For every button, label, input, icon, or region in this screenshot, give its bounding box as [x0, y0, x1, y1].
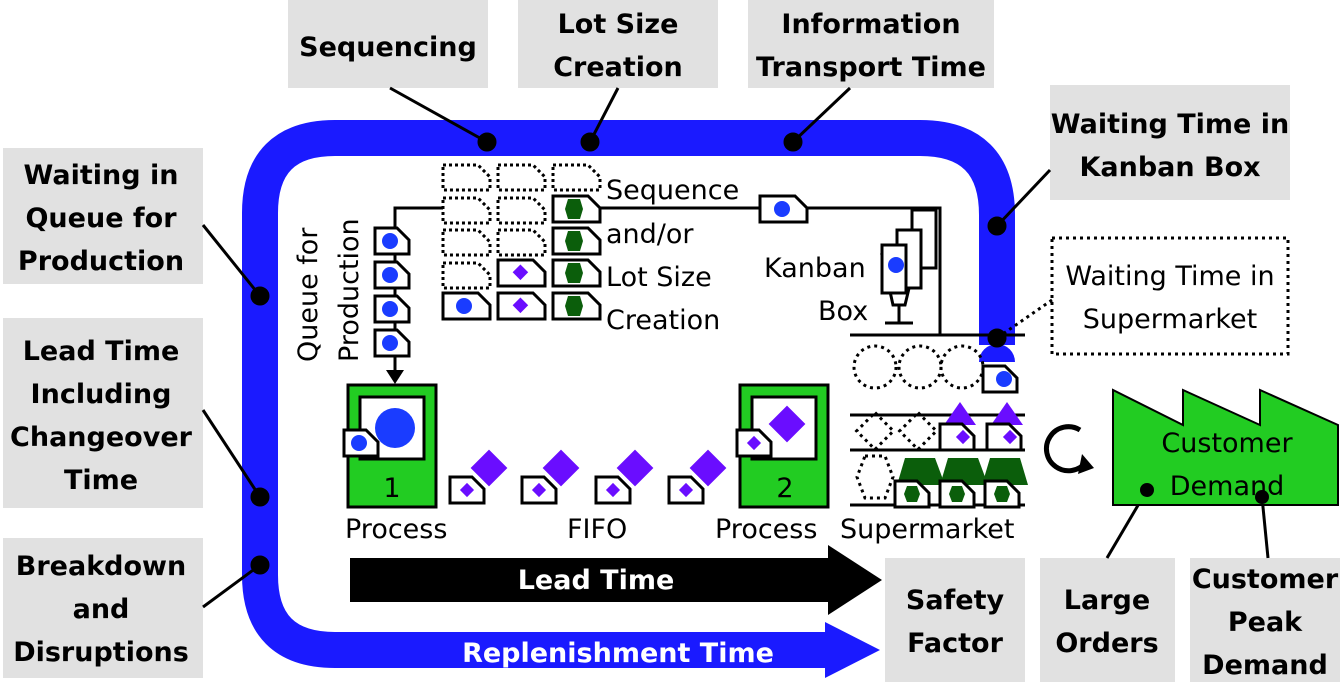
svg-text:2: 2 — [776, 473, 793, 504]
transport-kanban-card — [758, 194, 809, 224]
kanban-box-label-2: Box — [818, 296, 868, 327]
svg-text:Kanban Box: Kanban Box — [1079, 152, 1260, 183]
fifo-items — [448, 449, 727, 505]
svg-text:Large: Large — [1064, 585, 1150, 616]
label-sequencing: Sequencing — [288, 0, 488, 88]
label-lot-size-creation: Lot Size Creation — [518, 0, 718, 88]
replenishment-loop — [242, 120, 1015, 668]
svg-text:1: 1 — [383, 473, 400, 504]
svg-text:Lot Size: Lot Size — [558, 9, 679, 40]
label-large-orders: Large Orders — [1040, 558, 1175, 682]
supermarket-loop-end — [979, 344, 1015, 362]
sequence-label-2: and/or — [606, 219, 694, 250]
label-safety-factor: Safety Factor — [885, 558, 1025, 682]
svg-text:Production: Production — [18, 246, 184, 277]
sequence-label-1: Sequence — [606, 175, 739, 206]
svg-text:Waiting in: Waiting in — [24, 160, 179, 191]
label-information-transport-time: Information Transport Time — [748, 0, 994, 88]
svg-text:Factor: Factor — [907, 628, 1004, 659]
label-customer-peak-demand: Customer Peak Demand — [1190, 558, 1340, 682]
process-1-label: Process — [345, 514, 447, 545]
fifo-label: FIFO — [567, 514, 627, 545]
sequence-label-4: Creation — [606, 305, 720, 336]
queue-kanban-cards — [373, 226, 411, 358]
queue-arrowhead — [386, 370, 404, 384]
svg-text:Demand: Demand — [1202, 650, 1328, 681]
svg-text:Waiting Time in: Waiting Time in — [1065, 261, 1274, 292]
supermarket-label: Supermarket — [840, 514, 1014, 545]
replenishment-arrowhead — [825, 622, 880, 678]
label-waiting-queue: Waiting in Queue for Production — [3, 148, 203, 284]
process-2: 2 — [735, 383, 830, 509]
svg-text:Customer: Customer — [1161, 428, 1293, 459]
svg-text:Time: Time — [64, 465, 138, 496]
svg-text:Orders: Orders — [1055, 628, 1158, 659]
svg-text:Sequencing: Sequencing — [299, 32, 477, 63]
supermarket — [852, 344, 1028, 509]
svg-text:Including: Including — [31, 379, 172, 410]
queue-label: Queue for — [293, 227, 324, 362]
svg-text:Peak: Peak — [1228, 607, 1303, 638]
svg-text:Supermarket: Supermarket — [1083, 304, 1257, 335]
svg-text:Creation: Creation — [553, 52, 683, 83]
svg-text:Changeover: Changeover — [10, 422, 193, 453]
process-2-label: Process — [715, 514, 817, 545]
lead-time-label: Lead Time — [518, 565, 675, 596]
svg-text:Safety: Safety — [906, 585, 1005, 616]
replenishment-time-label: Replenishment Time — [462, 638, 774, 669]
kanban-box — [880, 208, 938, 325]
kanban-box-label-1: Kanban — [764, 253, 866, 284]
svg-text:Breakdown: Breakdown — [16, 551, 186, 582]
customer-demand-factory: Customer Demand — [1112, 388, 1339, 506]
svg-text:Transport Time: Transport Time — [756, 52, 986, 83]
sequencing-board — [441, 163, 602, 321]
leader-lines — [201, 86, 1271, 609]
label-waiting-kanban-box: Waiting Time in Kanban Box — [1050, 85, 1290, 200]
circular-arrow-icon — [1043, 424, 1094, 474]
label-breakdown: Breakdown and Disruptions — [3, 538, 203, 678]
lead-time-arrow-body — [350, 558, 830, 602]
sequence-label-3: Lot Size — [606, 262, 712, 293]
lead-time-arrowhead — [828, 545, 882, 615]
label-lead-time-changeover: Lead Time Including Changeover Time — [3, 318, 203, 508]
svg-text:Queue for: Queue for — [25, 203, 177, 234]
svg-text:Disruptions: Disruptions — [13, 637, 189, 668]
process-1: 1 — [342, 383, 438, 509]
svg-text:Lead Time: Lead Time — [23, 336, 180, 367]
svg-text:Information: Information — [781, 9, 960, 40]
svg-text:and: and — [73, 594, 130, 625]
svg-text:Waiting Time in: Waiting Time in — [1051, 109, 1289, 140]
svg-text:Customer: Customer — [1192, 564, 1339, 595]
queue-label-2: Production — [334, 218, 365, 362]
label-waiting-supermarket: Waiting Time in Supermarket — [1050, 236, 1290, 356]
